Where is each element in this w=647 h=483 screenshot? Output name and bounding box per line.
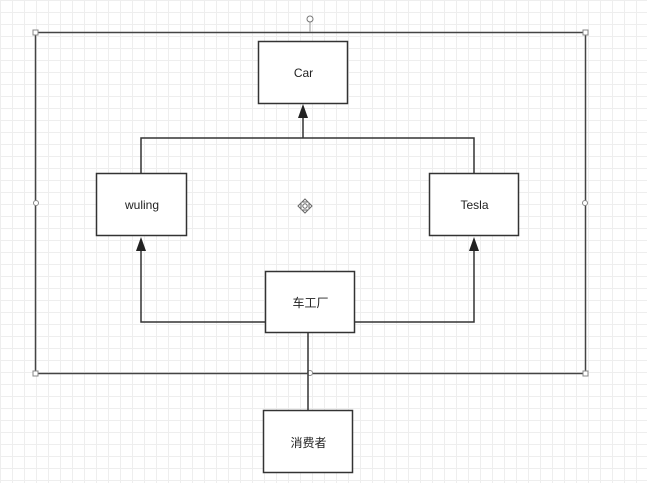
resize-handle-se[interactable]	[582, 370, 589, 377]
node-consumer[interactable]	[262, 409, 354, 474]
move-icon[interactable]	[297, 198, 313, 214]
resize-handle-nw[interactable]	[32, 29, 39, 36]
node-tesla[interactable]	[428, 172, 520, 237]
edge-tesla-to-car[interactable]	[303, 137, 475, 173]
arrowhead-wuling	[136, 237, 146, 251]
arrowheads	[136, 104, 479, 251]
arrowhead-tesla	[469, 237, 479, 251]
nodes	[95, 40, 520, 474]
resize-handle-w[interactable]	[33, 200, 39, 206]
node-factory[interactable]	[264, 270, 356, 334]
resize-handle-sw[interactable]	[32, 370, 39, 377]
connectors	[140, 116, 475, 410]
node-wuling[interactable]	[95, 172, 188, 237]
rotate-handle-icon[interactable]	[306, 15, 314, 23]
resize-handles[interactable]	[32, 29, 589, 377]
edge-factory-to-tesla[interactable]	[351, 249, 475, 323]
node-car[interactable]	[257, 40, 349, 105]
resize-handle-e[interactable]	[582, 200, 588, 206]
edge-wuling-to-car[interactable]	[140, 137, 303, 173]
resize-handle-ne[interactable]	[582, 29, 589, 36]
arrowhead-car	[298, 104, 308, 118]
edge-factory-to-wuling[interactable]	[140, 249, 265, 323]
